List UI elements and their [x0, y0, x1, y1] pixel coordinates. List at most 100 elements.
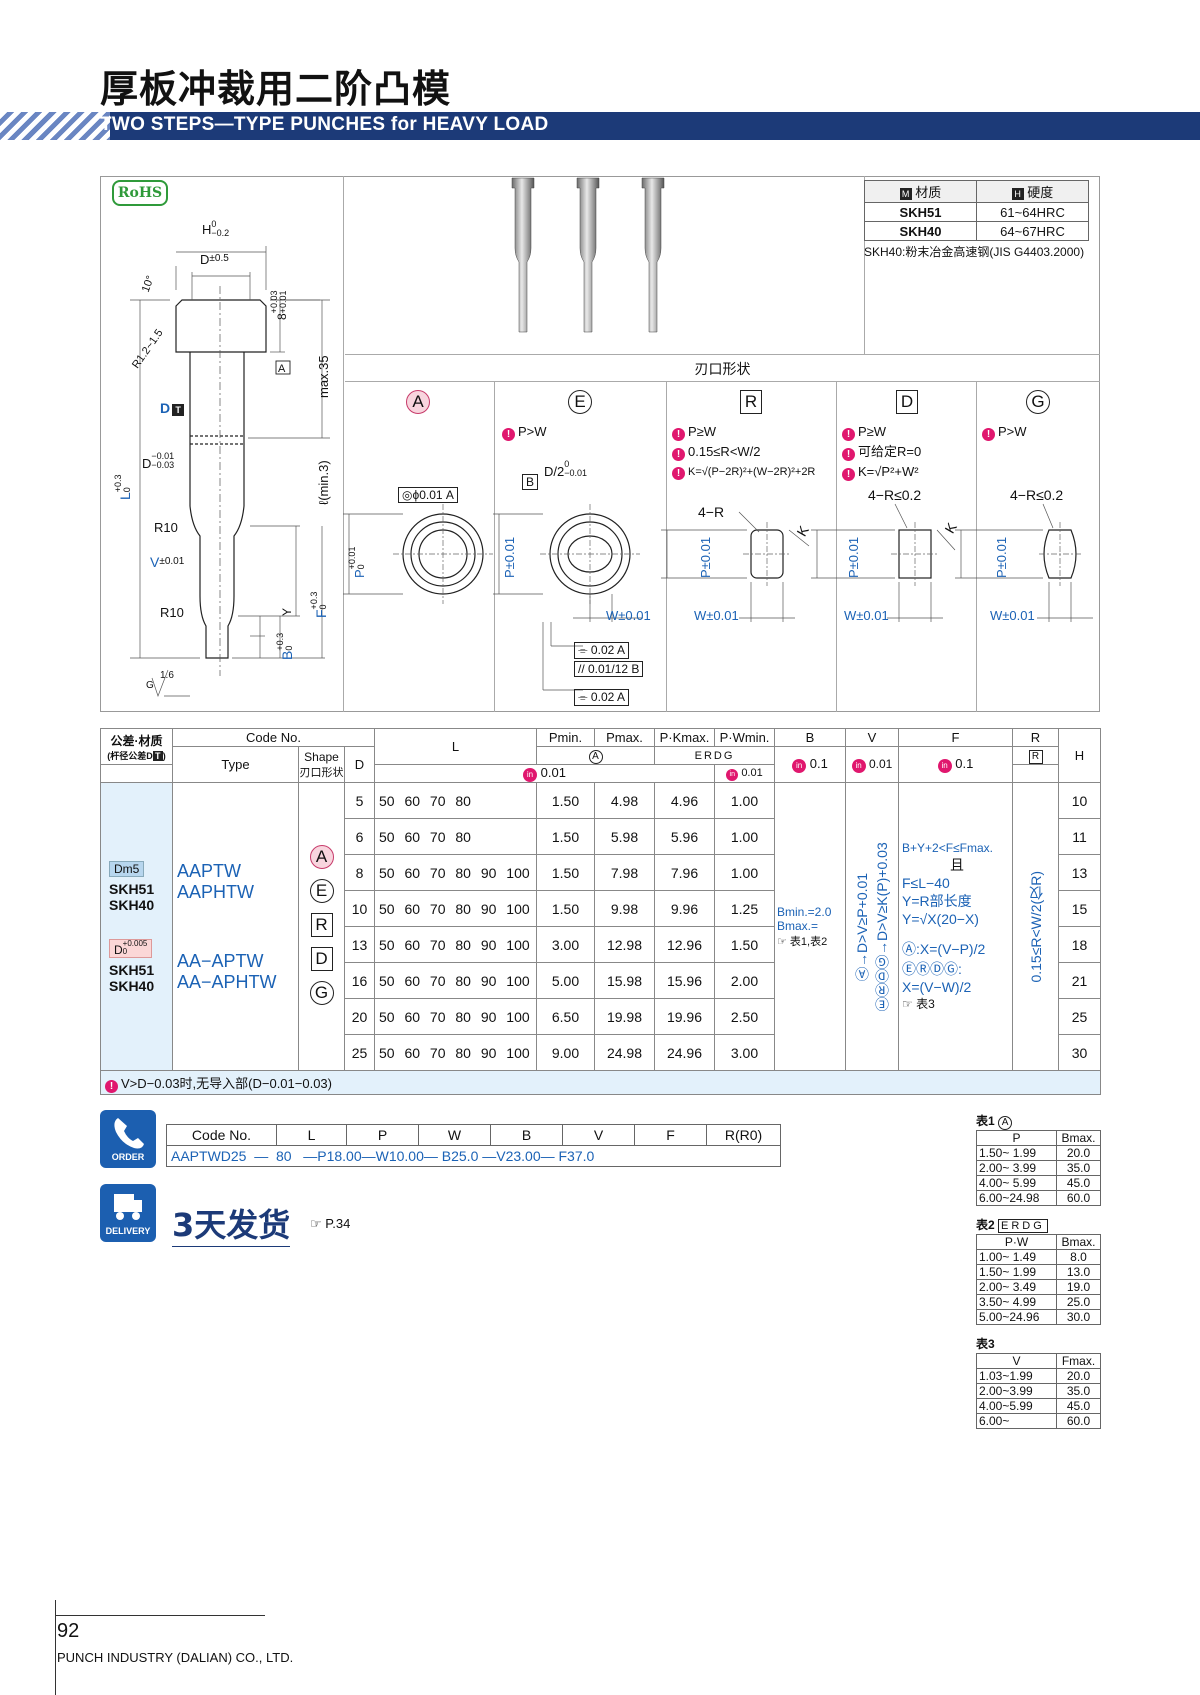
- col-f: F: [898, 728, 1013, 747]
- title-band-stripes: [0, 112, 110, 140]
- material-row: SKH51 61~64HRC: [864, 202, 1089, 222]
- col-pmin: Pmin.: [536, 728, 595, 747]
- roughness-value: 1.6: [160, 670, 174, 681]
- truck-icon: [114, 1194, 142, 1220]
- shape-e-w-dim: W±0.01: [606, 608, 651, 623]
- shape-r-radius: 4−R: [698, 504, 725, 520]
- delivery-icon: DELIVERY: [100, 1184, 156, 1242]
- table-row: 25 50 60 70 80 90 100 9.00 24.98 24.96 3…: [101, 1034, 1101, 1071]
- col-v: V: [845, 728, 899, 747]
- frame-divider: [343, 176, 344, 712]
- dim-r10-upper: R10: [154, 520, 178, 535]
- drawing-frame: [100, 176, 1100, 712]
- delivery-page-link[interactable]: ☞ P.34: [310, 1216, 351, 1231]
- company-name: PUNCH INDUSTRY (DALIAN) CO., LTD.: [57, 1650, 294, 1665]
- order-header-row: Code No. L P W B V F R(R0): [166, 1124, 781, 1146]
- col-b: B: [774, 728, 846, 747]
- shape-cell: A E R D G: [298, 782, 345, 1071]
- dim-h: H0−0.2: [202, 219, 230, 238]
- col-h: H: [1058, 728, 1101, 783]
- shape-g-radius: 4−R≤0.2: [1010, 487, 1064, 503]
- shape-r-w-dim: W±0.01: [694, 608, 739, 623]
- order-example-row: AAPTWD25 — 80 —P18.00—W10.00— B25.0 —V23…: [166, 1145, 781, 1167]
- dim-r10-lower: R10: [160, 605, 184, 620]
- product-photo: [511, 177, 665, 333]
- col-d: D: [344, 746, 375, 783]
- sub-shape-a: A: [536, 746, 655, 765]
- shape-divider: [976, 382, 977, 712]
- dim-g: G: [146, 680, 154, 691]
- sub-shape-r: R: [1012, 746, 1059, 765]
- sub-shape-erdg: ERDG: [654, 746, 775, 765]
- tol-r: in 0.01: [714, 764, 775, 783]
- table-row: 20 50 60 70 80 90 100 6.50 19.98 19.96 2…: [101, 998, 1101, 1035]
- symmetry-callout-1: ⌯ 0.02 A: [574, 642, 629, 659]
- footnote-row: !V>D−0.03时,无导入部(D−0.01−0.03): [100, 1070, 1101, 1095]
- table-row: 6.00~60.0: [976, 1413, 1101, 1429]
- shape-a-label: A: [406, 390, 430, 414]
- b-formula-cell: Bmin.=2.0 Bmax.= ☞ 表1,表2: [774, 782, 846, 1071]
- dim-v: V±0.01: [150, 554, 185, 570]
- shape-divider: [836, 382, 837, 712]
- col-pwmin: P·Wmin.: [714, 728, 775, 747]
- phone-icon: [114, 1118, 144, 1149]
- col-l: L: [374, 728, 537, 765]
- dim-l-min: ℓ(min.3): [316, 460, 331, 505]
- dim-head-height: 8+0.03+0.01: [269, 290, 289, 320]
- type-cell: AAPTW AAPHTW AA−APTW AA−APHTW: [172, 782, 299, 1071]
- frame-divider-right: [864, 176, 865, 354]
- ref-a: A: [278, 363, 286, 375]
- side-table-1-title: 表1 A: [976, 1112, 1013, 1130]
- f-formula-cell: B+Y+2<F≤Fmax. 且 F≤L−40 Y=R部长度 Y=√X(20−X)…: [898, 782, 1013, 1071]
- shape-section-header: 刃口形状: [345, 354, 1100, 382]
- symmetry-callout-2: ⌯ 0.02 A: [574, 689, 629, 706]
- shape-drawings: [343, 503, 1093, 691]
- order-example-table: Code No. L P W B V F R(R0) AAPTWD25 — 80…: [166, 1124, 781, 1167]
- shape-r-conditions: !P≥W !0.15≤R<W/2 !K=√(P−2R)²+(W−2R)²+2R: [672, 422, 815, 482]
- v-formula-cell: Ⓐ→D>V≥P+0.01 ⒺⓇⒹⒼ→D>V≥K(P)+0.03: [845, 782, 899, 1071]
- shape-d-w-dim: W±0.01: [844, 608, 889, 623]
- datum-b: B: [522, 474, 539, 490]
- tol-v: in 0.01: [845, 746, 899, 783]
- tol-l-blank: [100, 764, 173, 783]
- col-type: Type: [172, 746, 299, 783]
- shape-r-label: R: [740, 390, 762, 414]
- col-pkmax: P·Kmax.: [654, 728, 715, 747]
- table-row: 16 50 60 70 80 90 100 5.00 15.98 15.96 2…: [101, 962, 1101, 999]
- delivery-days: 3天发货: [172, 1200, 291, 1247]
- order-icon: ORDER: [100, 1110, 156, 1168]
- dim-d-shank: D−0.01−0.03: [142, 451, 175, 472]
- hardness-header: H 硬度: [976, 180, 1089, 203]
- rohs-badge: RoHS: [112, 180, 168, 206]
- shape-r-p-dim: P±0.01: [698, 536, 713, 578]
- page-title-en: TWO STEPS—TYPE PUNCHES for HEAVY LOAD: [100, 114, 549, 135]
- tol-f: in 0.1: [898, 746, 1013, 783]
- dim-max35: max.35: [316, 355, 331, 398]
- shape-g-w-dim: W±0.01: [990, 608, 1035, 623]
- shape-divider: [666, 382, 667, 712]
- punch-drawing: [130, 246, 330, 698]
- col-code-no: Code No.: [172, 728, 375, 747]
- col-r: R: [1012, 728, 1059, 747]
- concentricity-callout: ◎ϕ0.01 A: [398, 487, 458, 503]
- table-row: 10 50 60 70 80 90 100 1.50 9.98 9.96 1.2…: [101, 890, 1101, 927]
- shape-g-conditions: !P>W: [982, 422, 1027, 442]
- shape-d-label: D: [896, 390, 918, 414]
- tol-p: in 0.01: [374, 764, 715, 783]
- r-formula-cell: 0.15≤R<W/2(仅R): [1012, 782, 1059, 1071]
- table-row: 6 50 60 70 80 1.50 5.98 5.96 1.00 11: [101, 818, 1101, 855]
